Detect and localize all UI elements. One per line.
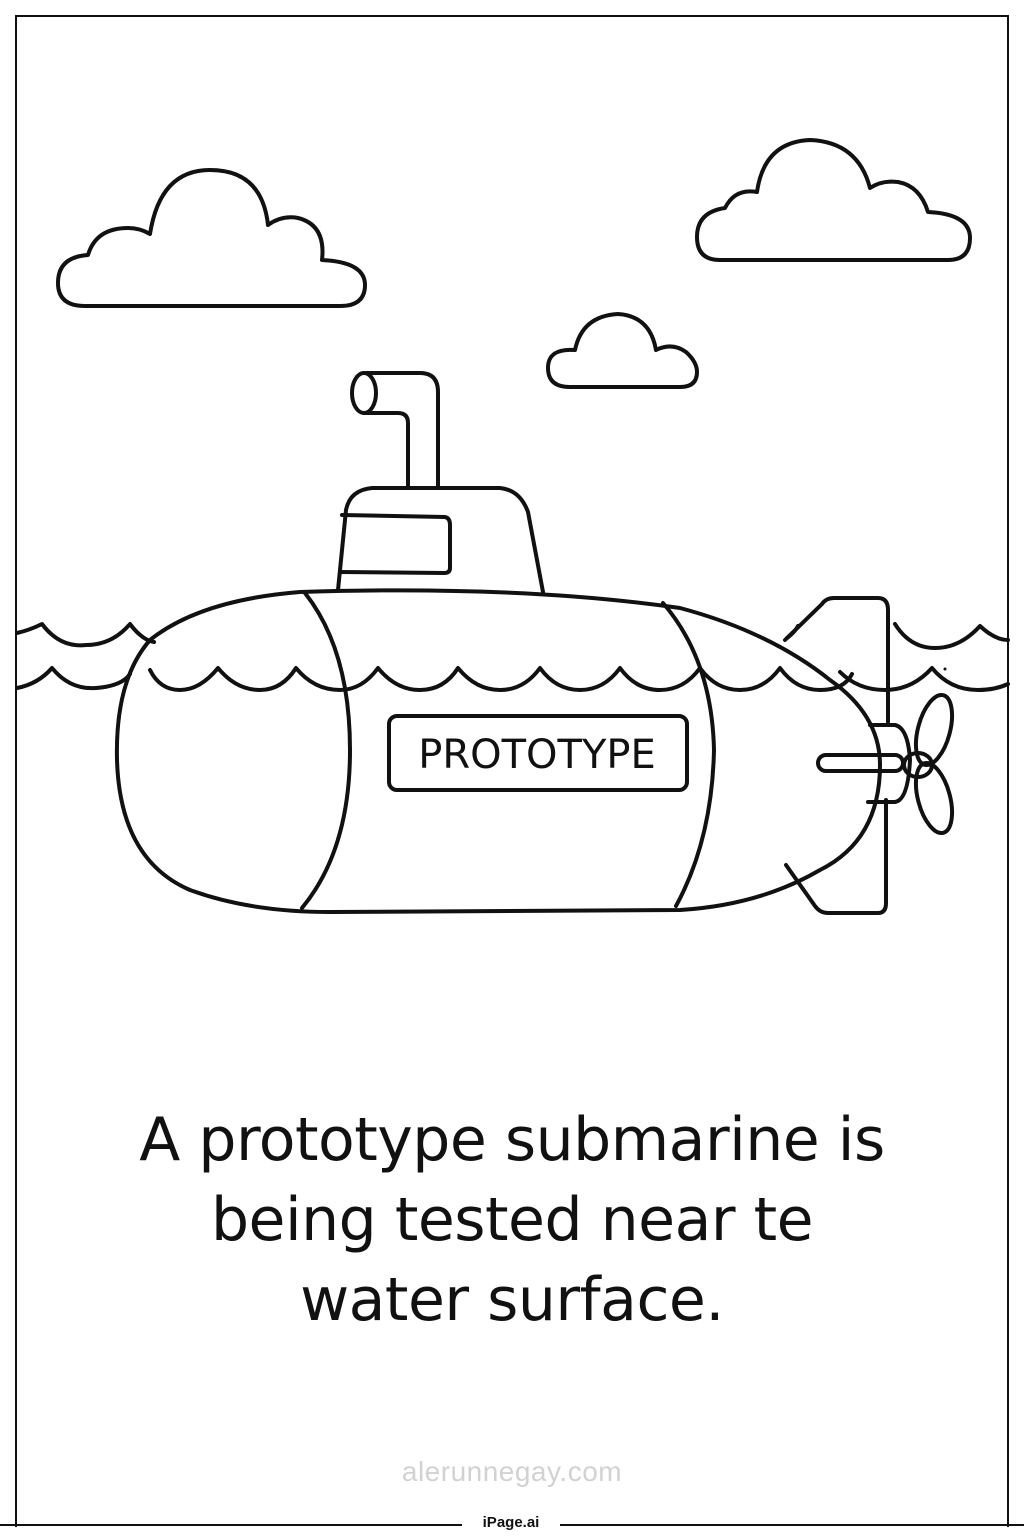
hull-label: PROTOTYPE: [418, 732, 656, 778]
watermark: alerunnegay.com: [401, 1456, 623, 1487]
conning-tower: [336, 486, 545, 594]
submarine-hull: [114, 588, 882, 914]
caption-line: water surface.: [300, 1265, 724, 1335]
caption: A prototype submarine is being tested ne…: [0, 1100, 1024, 1340]
footer-brand: iPage.ai: [482, 1514, 540, 1531]
footer-divider-left: [0, 1524, 462, 1526]
caption-line: being tested near te: [210, 1185, 814, 1255]
water-waves: [15, 622, 1010, 692]
cloud-icon: [546, 312, 699, 389]
tail-fin: [784, 798, 888, 915]
propeller: [816, 692, 955, 836]
caption-line: A prototype submarine is: [139, 1105, 885, 1175]
submarine-illustration: PROTOTYPE: [15, 138, 1010, 915]
footer: iPage.ai: [0, 1512, 1024, 1536]
footer-divider-right: [560, 1524, 1024, 1526]
cloud-icon: [695, 138, 972, 262]
tail-fin: [783, 596, 890, 724]
cloud-icon: [56, 168, 367, 308]
periscope: [350, 371, 440, 489]
